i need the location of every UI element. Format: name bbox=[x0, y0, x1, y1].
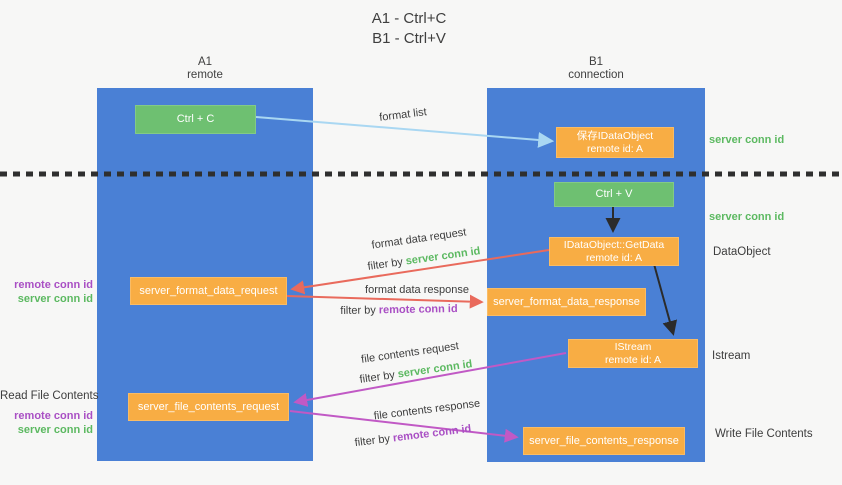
node-format-request-label: server_format_data_request bbox=[139, 284, 278, 297]
node-server-file-contents-response: server_file_contents_response bbox=[523, 427, 685, 455]
node-idataobject-getdata: IDataObject::GetData remote id: A bbox=[549, 237, 679, 266]
node-save-idataobject: 保存IDataObject remote id: A bbox=[556, 127, 674, 158]
diagram-title: A1 - Ctrl+C B1 - Ctrl+V bbox=[309, 9, 509, 49]
label-write-file-contents: Write File Contents bbox=[715, 428, 813, 440]
node-server-file-contents-request: server_file_contents_request bbox=[128, 393, 289, 421]
node-istream-label: IStream bbox=[614, 340, 652, 353]
node-save-idataobject-label: 保存IDataObject bbox=[576, 129, 654, 142]
label-dataobject: DataObject bbox=[713, 246, 771, 258]
label-server-conn-id-right-mid: server conn id bbox=[709, 211, 785, 223]
node-istream: IStream remote id: A bbox=[568, 339, 698, 368]
filter-by-text: filter by bbox=[340, 304, 376, 318]
node-file-response-label: server_file_contents_response bbox=[529, 434, 679, 447]
label-read-file-contents: Read File Contents bbox=[0, 390, 99, 402]
arrow-format-data-request bbox=[290, 249, 550, 295]
label-server-conn-id-right-top: server conn id bbox=[709, 134, 785, 146]
arrow-file-contents-response bbox=[289, 410, 519, 443]
lifeline-a1-role: remote bbox=[187, 69, 223, 81]
node-ctrl-c: Ctrl + C bbox=[135, 105, 256, 134]
node-server-format-data-response: server_format_data_response bbox=[487, 288, 646, 316]
node-file-request-label: server_file_contents_request bbox=[137, 400, 280, 413]
node-server-format-data-request: server_format_data_request bbox=[130, 277, 287, 305]
node-ctrl-v-label: Ctrl + V bbox=[595, 188, 633, 200]
label-remote-conn-id-left-1: remote conn id bbox=[14, 279, 93, 291]
title-line-1: A1 - Ctrl+C bbox=[371, 10, 447, 27]
label-format-data-response: format data response bbox=[365, 284, 469, 296]
remote-conn-id-text: remote conn id bbox=[378, 302, 458, 317]
label-istream: Istream bbox=[712, 350, 751, 362]
arrow-format-list bbox=[255, 116, 555, 148]
arrow-getdata-to-istream bbox=[653, 263, 678, 336]
lifeline-b1-header: B1 connection bbox=[487, 56, 705, 82]
title-line-2: B1 - Ctrl+V bbox=[372, 30, 446, 47]
lifeline-a1-name: A1 bbox=[197, 56, 213, 68]
label-server-conn-id-left-2: server conn id bbox=[17, 424, 93, 436]
node-getdata-remote-id: remote id: A bbox=[585, 251, 643, 264]
lifeline-b1-name: B1 bbox=[588, 56, 604, 68]
arrow-file-contents-request bbox=[293, 352, 567, 407]
node-istream-remote-id: remote id: A bbox=[604, 353, 662, 366]
node-ctrl-c-label: Ctrl + C bbox=[176, 113, 215, 125]
node-format-response-label: server_format_data_response bbox=[493, 295, 640, 308]
lifeline-b1-role: connection bbox=[568, 69, 624, 81]
node-ctrl-v: Ctrl + V bbox=[554, 182, 674, 207]
label-remote-conn-id-left-2: remote conn id bbox=[14, 410, 93, 422]
arrow-format-data-response bbox=[286, 294, 484, 309]
node-getdata-label: IDataObject::GetData bbox=[563, 238, 665, 251]
label-server-conn-id-left-1: server conn id bbox=[17, 293, 93, 305]
node-save-idataobject-remote-id: remote id: A bbox=[586, 142, 644, 155]
lifeline-a1-header: A1 remote bbox=[97, 56, 313, 82]
